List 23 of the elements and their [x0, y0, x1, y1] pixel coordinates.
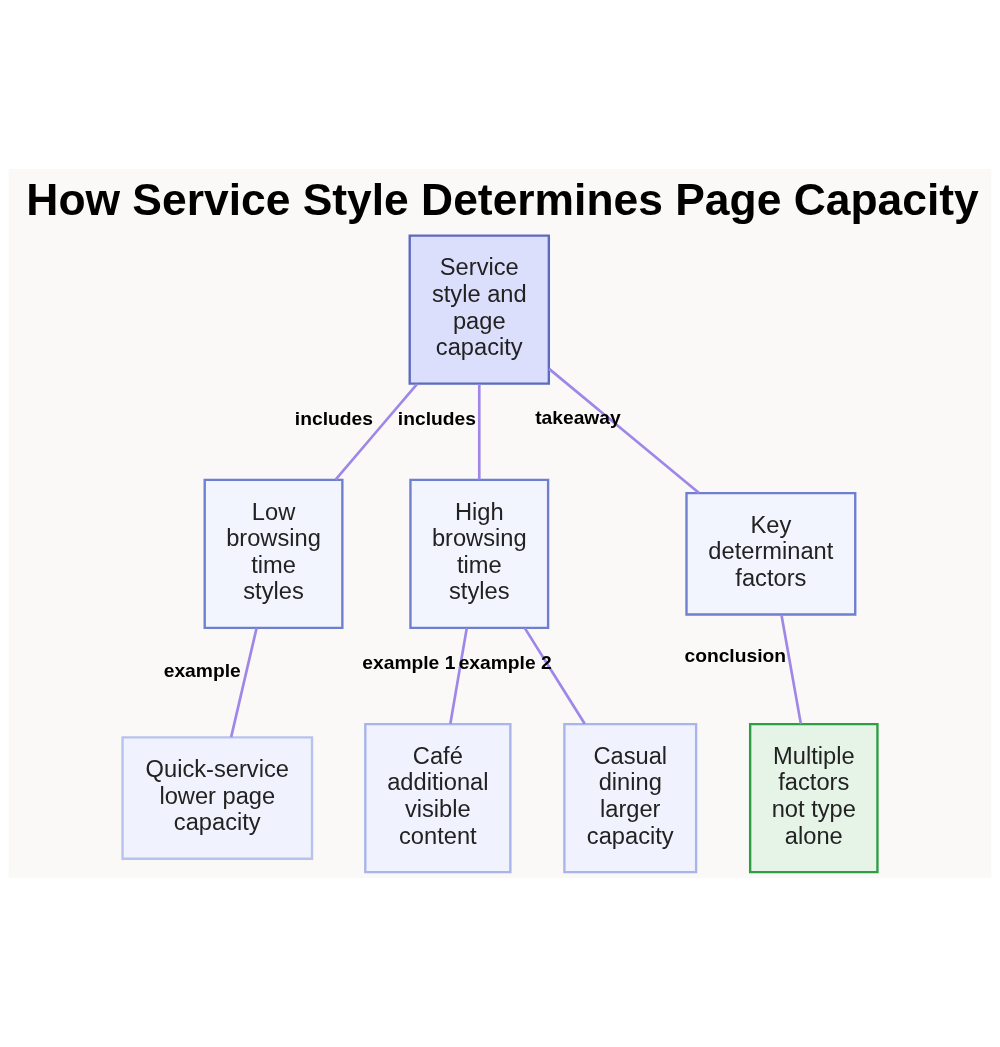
- edge-label: conclusion: [684, 644, 786, 666]
- diagram-title: How Service Style Determines Page Capacity: [26, 174, 979, 224]
- connector: [449, 628, 469, 725]
- connector: [780, 614, 803, 725]
- edge-label: includes: [294, 408, 373, 430]
- connector: [229, 628, 258, 738]
- edge-label: includes: [397, 408, 476, 430]
- edge-label: example 1: [362, 652, 456, 674]
- node-box: Quick-service lower page capacity: [121, 736, 314, 860]
- edge-label: example 2: [458, 652, 552, 674]
- node-box: Service style and page capacity: [408, 234, 551, 385]
- node-box: Multiple factors not type alone: [748, 722, 879, 874]
- node-box: Casual dining larger capacity: [563, 722, 698, 874]
- edge-label: example: [163, 659, 241, 681]
- node-box: High browsing time styles: [409, 478, 550, 630]
- edge-label: takeaway: [535, 406, 621, 428]
- node-box: Low browsing time styles: [203, 478, 344, 630]
- node-box: Café additional visible content: [364, 722, 512, 874]
- connector: [548, 367, 700, 494]
- connector: [334, 383, 418, 481]
- node-box: Key determinant factors: [685, 491, 857, 616]
- connector: [477, 384, 481, 480]
- connector: [523, 627, 586, 725]
